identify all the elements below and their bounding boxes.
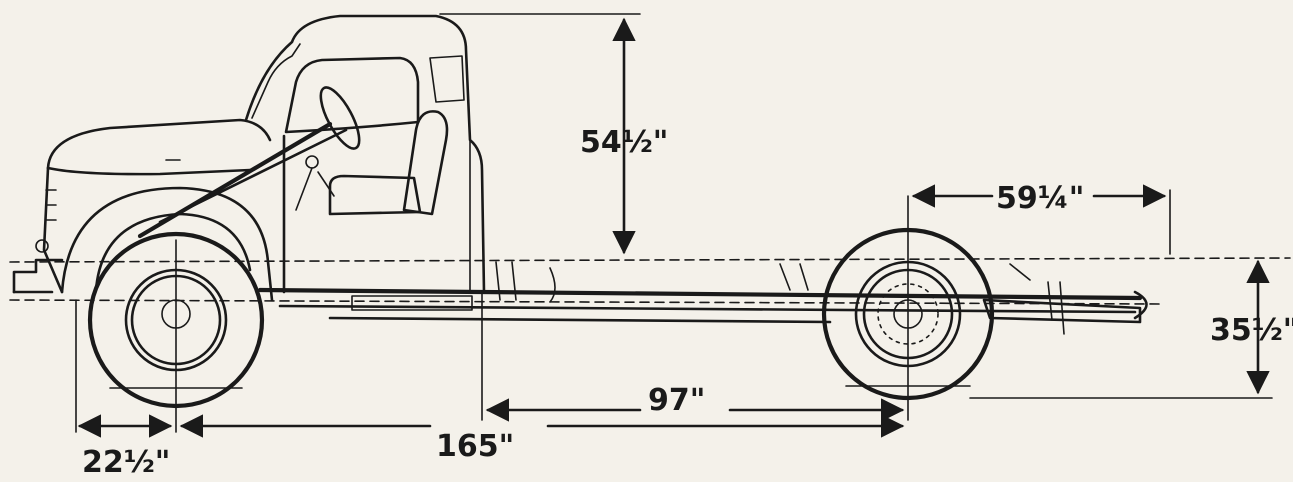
hood [46, 118, 272, 176]
seat [328, 110, 449, 216]
wheelbase-label: 165" [436, 429, 514, 464]
frame-overhang-label: 59¼" [996, 181, 1084, 216]
front-fender [60, 186, 274, 302]
grille [35, 166, 64, 294]
cab-to-axle-label: 97" [648, 383, 705, 418]
truck-outline [9, 14, 1291, 409]
frame-height-label: 35½" [1210, 313, 1293, 348]
cab-height-label: 54½" [580, 125, 668, 160]
bumper-to-axle-label: 22½" [82, 445, 170, 480]
steering-wheel [137, 86, 361, 239]
cab [244, 14, 486, 294]
front-bumper [12, 258, 64, 294]
dimension-lines [75, 13, 1273, 438]
pedal [295, 155, 335, 211]
frame-rails [9, 257, 1291, 324]
suspension [351, 261, 1142, 335]
